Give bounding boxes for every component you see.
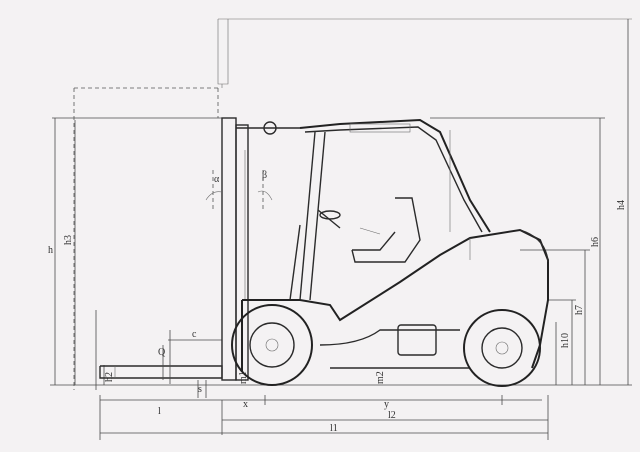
- label-alpha: α: [214, 174, 220, 185]
- chassis: [241, 228, 549, 372]
- label-h3: h3: [63, 235, 74, 245]
- label-h7: h7: [574, 305, 585, 315]
- overhead-guard: [299, 118, 491, 301]
- label-h4: h4: [616, 200, 627, 210]
- label-h2: h2: [104, 372, 115, 382]
- right-dimensions: [430, 19, 629, 385]
- bottom-dimensions: [99, 395, 549, 440]
- label-l: l: [158, 406, 161, 417]
- rear-wheel: [463, 309, 541, 387]
- label-h6: h6: [590, 237, 601, 247]
- label-c: c: [192, 329, 197, 340]
- raised-mast-outline: [217, 18, 632, 88]
- left-dimensions: [52, 117, 230, 390]
- label-y: y: [384, 399, 389, 410]
- fork: [99, 330, 223, 398]
- mast: [205, 117, 300, 381]
- seat-and-steering: [289, 197, 421, 301]
- front-wheel: [231, 304, 313, 386]
- dimension-labels: h h3 h2 h4 h6 h7 h10 m1 m2 s c Q α β l x…: [48, 170, 627, 434]
- label-beta: β: [262, 170, 267, 181]
- label-h10: h10: [560, 333, 571, 348]
- label-l2: l2: [388, 410, 396, 421]
- label-h: h: [48, 245, 53, 256]
- raised-fork-outline: [73, 87, 219, 390]
- label-x: x: [243, 399, 248, 410]
- label-s: s: [198, 384, 202, 395]
- label-l1: l1: [330, 423, 338, 434]
- label-m1: m1: [238, 371, 249, 384]
- label-Q: Q: [158, 347, 166, 358]
- label-m2: m2: [375, 371, 386, 384]
